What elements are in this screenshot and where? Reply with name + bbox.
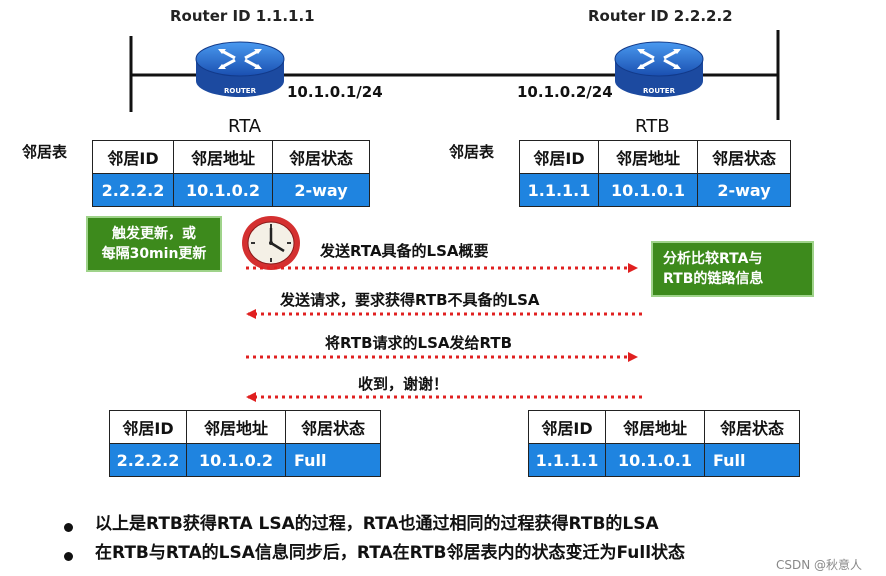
col-neighbor-address: 邻居地址 xyxy=(598,140,698,174)
col-neighbor-id: 邻居ID xyxy=(519,140,599,174)
col-neighbor-state: 邻居状态 xyxy=(704,410,800,444)
cell-neighbor-id: 2.2.2.2 xyxy=(109,443,187,477)
message-2: 发送请求，要求获得RTB不具备的LSA xyxy=(280,291,540,309)
cell-neighbor-state: 2-way xyxy=(272,173,370,207)
rta-name: RTA xyxy=(228,116,262,137)
cell-neighbor-state: Full xyxy=(704,443,800,477)
rtb-neighbor-table-full: 邻居ID 邻居地址 邻居状态 1.1.1.1 10.1.0.1 Full xyxy=(528,410,800,477)
router-icon: ROUTER xyxy=(614,41,704,97)
rtb-neighbor-table-label: 邻居表 xyxy=(449,143,495,161)
message-4: 收到，谢谢！ xyxy=(358,375,449,393)
router-icon-label: ROUTER xyxy=(224,87,257,95)
rtb-neighbor-table: 邻居ID 邻居地址 邻居状态 1.1.1.1 10.1.0.1 2-way xyxy=(519,140,791,207)
trigger-line-1: 触发更新，或 xyxy=(112,225,196,242)
cell-neighbor-id: 1.1.1.1 xyxy=(528,443,606,477)
bullet-dot xyxy=(64,517,73,536)
col-neighbor-id: 邻居ID xyxy=(92,140,174,174)
col-neighbor-state: 邻居状态 xyxy=(697,140,791,174)
cell-neighbor-address: 10.1.0.1 xyxy=(598,173,698,207)
message-1: 发送RTA具备的LSA概要 xyxy=(320,242,489,260)
rta-neighbor-table-label: 邻居表 xyxy=(22,143,68,161)
col-neighbor-address: 邻居地址 xyxy=(173,140,273,174)
analyze-line-2: RTB的链路信息 xyxy=(663,271,764,287)
rta-ip-address: 10.1.0.1/24 xyxy=(287,83,383,101)
analyze-box: 分析比较RTA与 RTB的链路信息 xyxy=(651,241,814,297)
rtb-name: RTB xyxy=(635,116,670,137)
col-neighbor-state: 邻居状态 xyxy=(285,410,381,444)
cell-neighbor-state: Full xyxy=(285,443,381,477)
cell-neighbor-state: 2-way xyxy=(697,173,791,207)
cell-neighbor-address: 10.1.0.2 xyxy=(186,443,286,477)
trigger-line-2: 每隔30min更新 xyxy=(101,246,207,262)
message-arrows xyxy=(246,263,642,402)
col-neighbor-address: 邻居地址 xyxy=(186,410,286,444)
router-icon-label: ROUTER xyxy=(643,87,676,95)
rtb-router-id: Router ID 2.2.2.2 xyxy=(588,7,733,25)
cell-neighbor-address: 10.1.0.1 xyxy=(605,443,705,477)
clock-icon xyxy=(242,216,300,270)
cell-neighbor-id: 2.2.2.2 xyxy=(92,173,174,207)
col-neighbor-id: 邻居ID xyxy=(528,410,606,444)
col-neighbor-id: 邻居ID xyxy=(109,410,187,444)
rtb-ip-address: 10.1.0.2/24 xyxy=(517,83,613,101)
watermark: CSDN @秋意人 xyxy=(776,558,863,572)
cell-neighbor-id: 1.1.1.1 xyxy=(519,173,599,207)
bullet-text-1: 以上是RTB获得RTA LSA的过程，RTA也通过相同的过程获得RTB的LSA xyxy=(95,514,659,534)
col-neighbor-address: 邻居地址 xyxy=(605,410,705,444)
cell-neighbor-address: 10.1.0.2 xyxy=(173,173,273,207)
message-3: 将RTB请求的LSA发给RTB xyxy=(325,334,513,352)
bullet-text-2: 在RTB与RTA的LSA信息同步后，RTA在RTB邻居表内的状态变迁为Full状… xyxy=(95,543,686,563)
trigger-update-box: 触发更新，或 每隔30min更新 xyxy=(86,216,222,272)
rta-neighbor-table: 邻居ID 邻居地址 邻居状态 2.2.2.2 10.1.0.2 2-way xyxy=(92,140,370,207)
rta-neighbor-table-full: 邻居ID 邻居地址 邻居状态 2.2.2.2 10.1.0.2 Full xyxy=(109,410,381,477)
router-icon: ROUTER xyxy=(195,41,285,97)
rta-router-id: Router ID 1.1.1.1 xyxy=(170,7,315,25)
bullet-dot xyxy=(64,546,73,565)
analyze-line-1: 分析比较RTA与 xyxy=(663,250,763,267)
